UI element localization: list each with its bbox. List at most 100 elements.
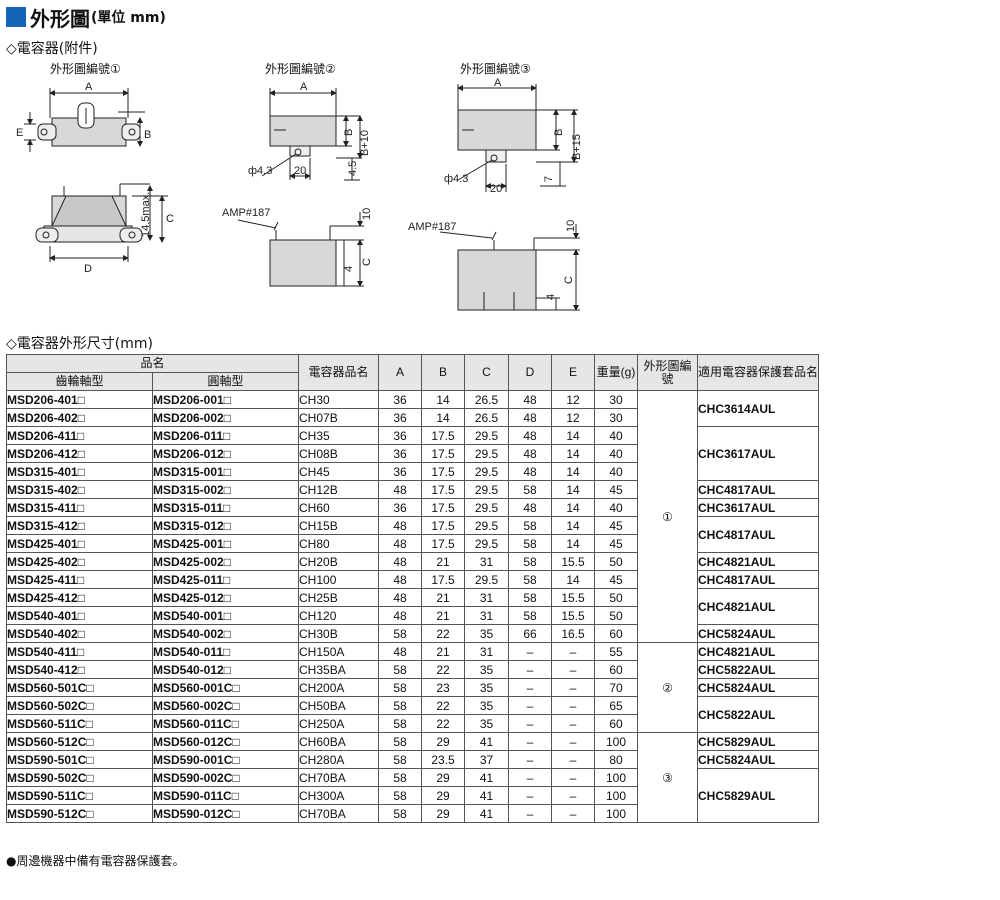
table-cell: 21 xyxy=(421,606,466,625)
header-c: C xyxy=(464,354,510,391)
table-cell: 31 xyxy=(464,552,510,571)
table-cell: 58 xyxy=(378,696,423,715)
table-cell: MSD560-011C□ xyxy=(151,714,300,733)
table-cell: MSD540-402□ xyxy=(6,624,153,643)
fig2-front-view xyxy=(237,212,364,287)
table-cell: CH300A xyxy=(298,786,380,805)
table-cell: 15.5 xyxy=(551,588,596,607)
table-cell: MSD425-011□ xyxy=(151,570,300,589)
cover-name-cell: CHC4817AUL xyxy=(697,516,820,553)
table-cell: 45 xyxy=(594,516,639,535)
table-cell: 14 xyxy=(551,516,596,535)
footnote: ●周邊機器中備有電容器保護套。 xyxy=(6,854,185,868)
table-cell: 41 xyxy=(464,786,510,805)
table-cell: 70 xyxy=(594,678,639,697)
table-cell: 29.5 xyxy=(464,516,510,535)
table-cell: 29 xyxy=(421,732,466,751)
table-cell: 22 xyxy=(421,624,466,643)
fig2-dim-4-5: 4.5 xyxy=(347,161,359,176)
table-cell: 40 xyxy=(594,426,639,445)
table-cell: 48 xyxy=(508,462,553,481)
table-cell: 14 xyxy=(551,480,596,499)
table-cell: 17.5 xyxy=(421,534,466,553)
table-cell: 48 xyxy=(378,570,423,589)
title-square-icon xyxy=(6,7,26,27)
table-cell: 40 xyxy=(594,498,639,517)
fig3-dim-d43: ф4.3 xyxy=(444,173,468,185)
table-cell: MSD425-012□ xyxy=(151,588,300,607)
table-cell: 37 xyxy=(464,750,510,769)
table-cell: 100 xyxy=(594,786,639,805)
table-cell: – xyxy=(508,768,553,787)
fig3-caption: 外形圖編號③ xyxy=(460,62,531,76)
table-cell: – xyxy=(551,786,596,805)
table-cell: – xyxy=(551,642,596,661)
cover-name-cell: CHC5822AUL xyxy=(697,696,820,733)
table-cell: 60 xyxy=(594,624,639,643)
table-cell: 35 xyxy=(464,696,510,715)
table-cell: MSD560-002C□ xyxy=(151,696,300,715)
table-cell: 26.5 xyxy=(464,408,510,427)
table-cell: CH70BA xyxy=(298,804,380,823)
table-cell: MSD560-512C□ xyxy=(6,732,153,751)
table-cell: 58 xyxy=(508,606,553,625)
table-cell: 36 xyxy=(378,408,423,427)
table-cell: 58 xyxy=(378,768,423,787)
table-cell: 48 xyxy=(508,498,553,517)
table-cell: 58 xyxy=(378,660,423,679)
table-cell: – xyxy=(551,768,596,787)
table-cell: 31 xyxy=(464,588,510,607)
table-cell: 15.5 xyxy=(551,552,596,571)
table-cell: MSD315-002□ xyxy=(151,480,300,499)
cover-name-cell: CHC3617AUL xyxy=(697,498,820,517)
table-cell: 48 xyxy=(378,534,423,553)
table-cell: 48 xyxy=(508,390,553,409)
table-cell: – xyxy=(508,696,553,715)
cover-name-cell: CHC5824AUL xyxy=(697,678,820,697)
table-cell: CH60BA xyxy=(298,732,380,751)
fig3-dim-b: B xyxy=(553,129,565,136)
outline-drawings: A B E 14.5max. C D A B B xyxy=(16,77,583,311)
header-cover-name: 適用電容器保護套品名 xyxy=(697,354,820,391)
table-cell: 22 xyxy=(421,660,466,679)
table-cell: 48 xyxy=(508,444,553,463)
table-cell: – xyxy=(551,696,596,715)
fig3-dim-c: C xyxy=(563,276,575,284)
table-cell: MSD560-501C□ xyxy=(6,678,153,697)
title-text: 外形圖 xyxy=(30,6,90,31)
table-cell: 60 xyxy=(594,660,639,679)
table-cell: MSD315-412□ xyxy=(6,516,153,535)
table-cell: CH07B xyxy=(298,408,380,427)
fig1-dim-d: D xyxy=(84,263,92,275)
table-cell: MSD425-412□ xyxy=(6,588,153,607)
table-cell: 58 xyxy=(378,624,423,643)
table-cell: 65 xyxy=(594,696,639,715)
table-cell: 14 xyxy=(421,390,466,409)
table-cell: – xyxy=(508,714,553,733)
table-cell: MSD540-002□ xyxy=(151,624,300,643)
table-cell: 35 xyxy=(464,678,510,697)
header-pinming: 品名 xyxy=(5,354,300,373)
table-cell: CH15B xyxy=(298,516,380,535)
page-title: 外形圖 (單位 mm) xyxy=(6,4,166,31)
table-cell: 29.5 xyxy=(464,498,510,517)
table-cell: – xyxy=(551,750,596,769)
table-cell: 36 xyxy=(378,390,423,409)
table-cell: MSD590-002C□ xyxy=(151,768,300,787)
table-cell: 41 xyxy=(464,768,510,787)
table-cell: 36 xyxy=(378,462,423,481)
table-cell: CH20B xyxy=(298,552,380,571)
table-cell: CH250A xyxy=(298,714,380,733)
fig1-dim-e: E xyxy=(16,127,23,139)
table-cell: CH70BA xyxy=(298,768,380,787)
table-cell: MSD540-011□ xyxy=(151,642,300,661)
fig3-dim-7: 7 xyxy=(543,176,555,182)
table-cell: 14 xyxy=(551,534,596,553)
table-cell: MSD540-412□ xyxy=(6,660,153,679)
table-cell: 45 xyxy=(594,480,639,499)
table-cell: 58 xyxy=(378,804,423,823)
